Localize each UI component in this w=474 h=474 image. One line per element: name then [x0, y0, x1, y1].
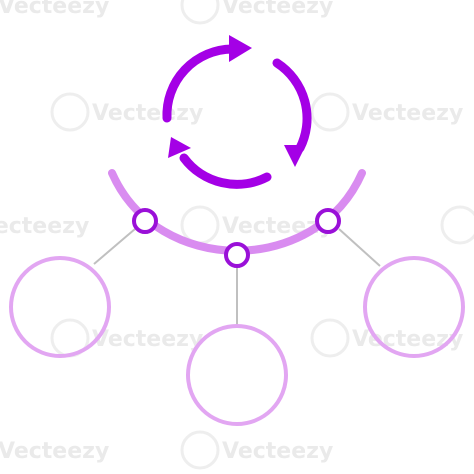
node-center: [224, 242, 250, 268]
watermark-text: Vecteezy: [92, 327, 203, 352]
node-right: [315, 208, 341, 234]
circle-right: [363, 256, 465, 358]
circle-center: [186, 324, 288, 426]
watermark-text: Vecteezy: [0, 439, 109, 464]
arc-nodes: [132, 208, 341, 268]
cycle-arrow-right: [272, 58, 312, 153]
connectors: [93, 228, 381, 326]
target-circles: [9, 256, 465, 426]
watermark-text: Vecteezy: [92, 101, 203, 126]
cycle-arrow-bottom: [179, 153, 272, 189]
cycle-arrow-top: [162, 44, 237, 123]
watermark-text: Vecteezy: [352, 101, 463, 126]
circle-left: [9, 256, 111, 358]
cycle-arrowhead-right: [284, 145, 306, 167]
cycle-arrowhead-top: [229, 35, 252, 62]
connector-left: [93, 228, 136, 265]
node-left: [132, 208, 158, 234]
refresh-cycle-icon: [162, 35, 312, 189]
watermark-text: Vecteezy: [222, 0, 333, 19]
watermark-text: Vecteezy: [0, 214, 89, 239]
watermark-text: Vecteezy: [352, 327, 463, 352]
watermark-text: Vecteezy: [222, 439, 333, 464]
cycle-arrowhead-bottom: [168, 137, 191, 158]
connector-right: [338, 228, 381, 267]
watermark-text: Vecteezy: [0, 0, 109, 19]
